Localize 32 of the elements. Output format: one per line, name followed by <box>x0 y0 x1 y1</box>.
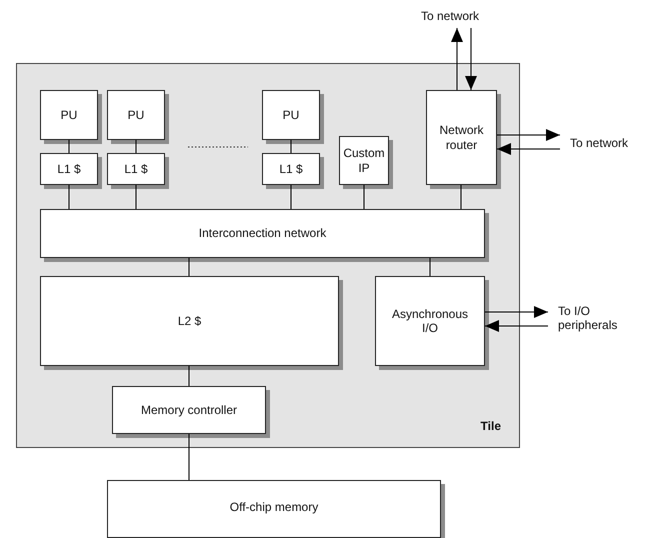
connector-line <box>188 434 190 480</box>
label-text: To network <box>420 8 480 24</box>
tile-container <box>16 63 520 448</box>
block-label: L1 $ <box>124 162 148 176</box>
connector-line <box>68 184 70 210</box>
block-label: Asynchronous I/O <box>390 306 470 336</box>
tile-label: Tile <box>480 418 501 433</box>
connector-line <box>290 184 292 210</box>
block-label: PU <box>128 108 144 122</box>
block-label: L1 $ <box>57 162 81 176</box>
arrow <box>484 320 548 332</box>
connector-line <box>460 184 462 210</box>
block-label: Custom IP <box>342 146 386 175</box>
block-label: L1 $ <box>279 162 303 176</box>
connector-line <box>290 140 292 154</box>
connector-line <box>188 258 190 276</box>
block-label: Off-chip memory <box>230 500 318 514</box>
label-text: To network <box>570 136 628 150</box>
label-text: To I/O peripherals <box>558 304 618 332</box>
block-label: PU <box>60 108 78 122</box>
block-label: Network router <box>438 123 484 152</box>
block-label: L2 $ <box>178 314 202 328</box>
arrow <box>465 28 477 90</box>
arrow <box>484 306 548 318</box>
connector-line <box>68 140 70 154</box>
arrow <box>496 143 560 155</box>
block-label: Interconnection network <box>198 226 326 241</box>
block-label: PU <box>282 108 300 122</box>
arrow <box>451 28 463 90</box>
connector-line <box>188 366 190 386</box>
block-label: Memory controller <box>140 402 238 418</box>
arrow <box>496 129 560 141</box>
